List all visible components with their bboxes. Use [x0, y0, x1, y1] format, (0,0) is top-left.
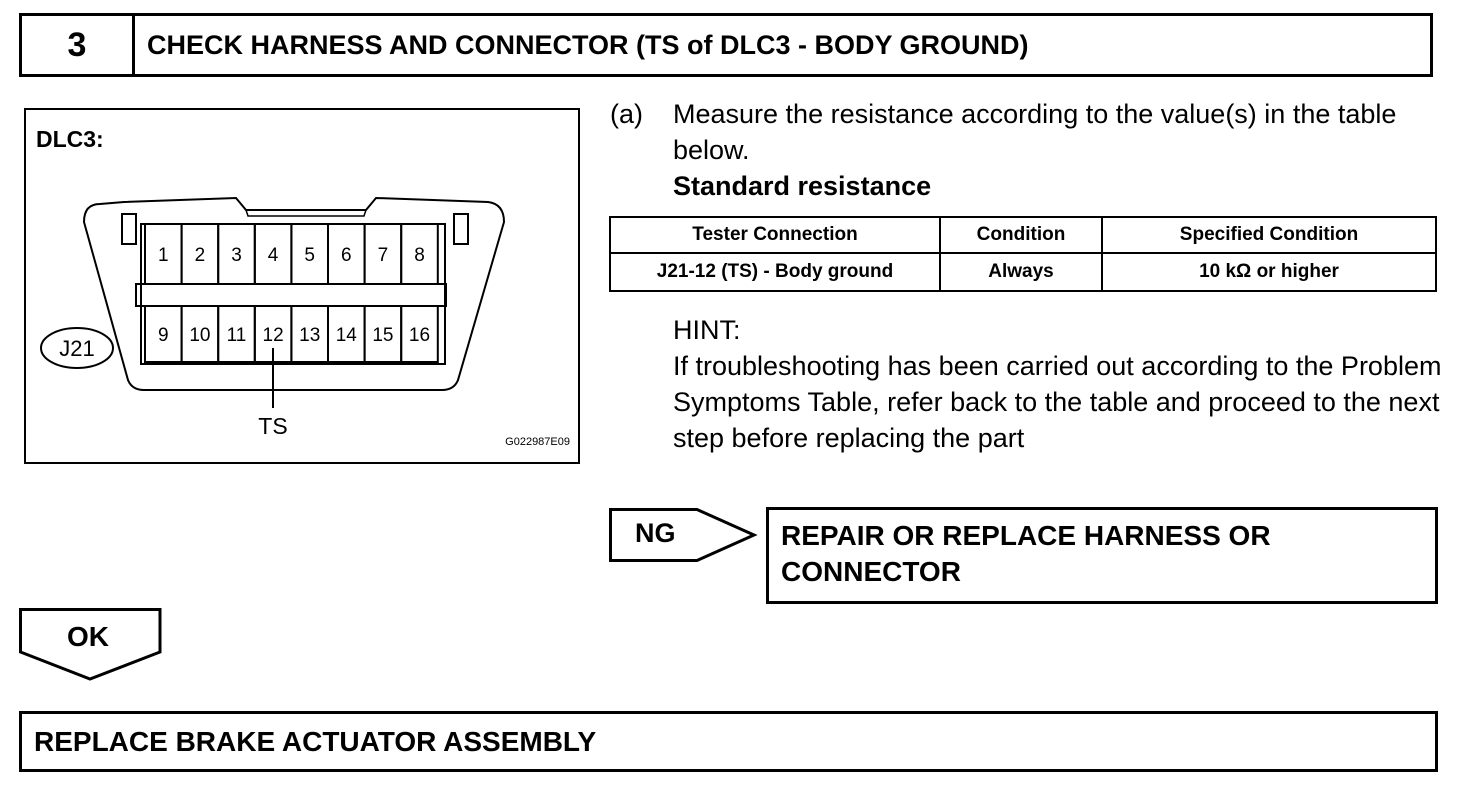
figure-title: DLC3: [36, 126, 104, 152]
ng-arrow: NG [609, 508, 759, 569]
pin-number: 15 [372, 325, 393, 346]
column-header: Condition [939, 216, 1103, 254]
pin-number: 13 [299, 325, 320, 346]
table-header-row: Tester Connection Condition Specified Co… [609, 216, 1437, 254]
pin-number: 5 [304, 245, 315, 266]
table-row: J21-12 (TS) - Body ground Always 10 kΩ o… [609, 252, 1437, 292]
hint-label: HINT: [673, 315, 741, 345]
hint-text: If troubleshooting has been carried out … [673, 351, 1442, 453]
ok-arrow-shape [19, 608, 162, 681]
pin-number: 4 [268, 245, 279, 266]
pin-number: 1 [158, 245, 169, 266]
ng-action: REPAIR OR REPLACE HARNESS OR CONNECTOR [766, 507, 1438, 604]
pin-number: 11 [227, 325, 247, 346]
step-number: 3 [22, 16, 135, 74]
instruction-text: Measure the resistance according to the … [673, 99, 1397, 165]
connector-id-tag [40, 327, 114, 369]
pin-cell [400, 223, 439, 285]
pin-frame [140, 223, 446, 365]
column-header: Tester Connection [609, 216, 941, 254]
pin-number: 14 [336, 325, 358, 346]
hint: HINT: If troubleshooting has been carrie… [673, 312, 1453, 456]
ng-arrow-shape [609, 508, 758, 562]
ng-label: NG [635, 518, 676, 548]
pin-number: 10 [189, 325, 210, 346]
pin-number: 16 [409, 325, 430, 346]
standard-resistance-heading: Standard resistance [673, 171, 932, 201]
ok-label: OK [67, 621, 109, 652]
resistance-table: Tester Connection Condition Specified Co… [609, 216, 1437, 292]
step-title: CHECK HARNESS AND CONNECTOR (TS of DLC3 … [147, 29, 1029, 60]
pin-number: 12 [263, 325, 284, 346]
figure-code: G022987E09 [505, 436, 570, 448]
pin-number: 6 [341, 245, 352, 266]
specified-condition-cell: 10 kΩ or higher [1101, 252, 1437, 292]
connector-id: J21 [59, 336, 94, 361]
right-latch [453, 213, 469, 245]
final-action: REPLACE BRAKE ACTUATOR ASSEMBLY [19, 711, 1438, 772]
condition-cell: Always [939, 252, 1103, 292]
step-header: 3 CHECK HARNESS AND CONNECTOR (TS of DLC… [19, 13, 1433, 77]
pin-number: 8 [414, 245, 425, 266]
housing-notch [245, 209, 367, 217]
pin-number: 2 [195, 245, 206, 266]
instruction-marker: (a) [610, 99, 643, 129]
ok-arrow: OK [19, 608, 165, 687]
ts-label: TS [258, 413, 287, 439]
connector-housing [82, 196, 506, 391]
column-header: Specified Condition [1101, 216, 1437, 254]
pin-number: 7 [378, 245, 389, 266]
left-latch [121, 213, 137, 245]
pin-cell [400, 305, 439, 363]
tester-connection-cell: J21-12 (TS) - Body ground [609, 252, 941, 292]
divider-bar [135, 283, 447, 307]
pin-number: 9 [158, 325, 169, 346]
pin-number: 3 [231, 245, 242, 266]
